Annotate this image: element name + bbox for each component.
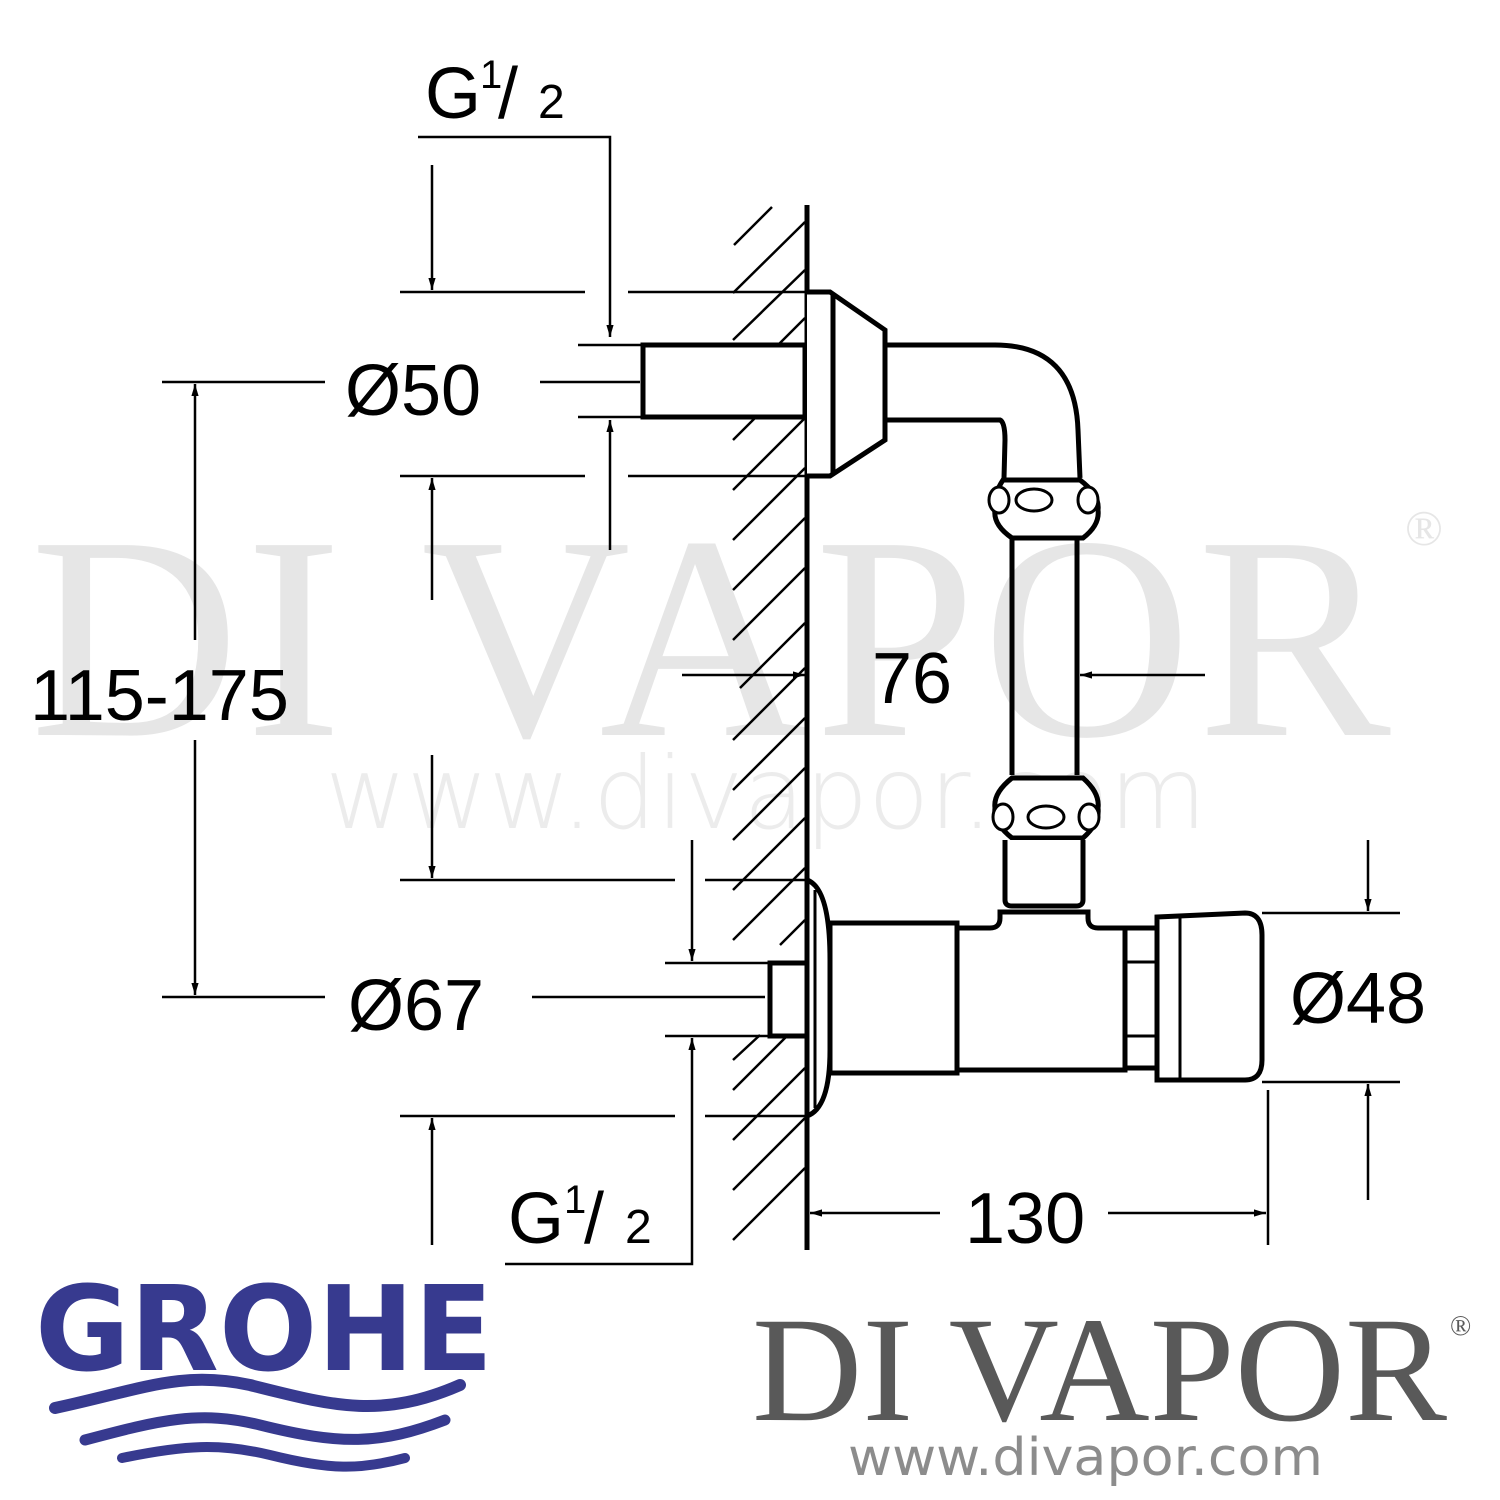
divapor-logo: DI VAPOR ® www.divapor.com — [752, 1287, 1471, 1488]
bottom-thread-label: G 1 / 2 — [508, 1178, 652, 1259]
top-flange-diameter-label: Ø50 — [345, 351, 481, 431]
bottom-flange — [805, 877, 833, 1119]
valve-body — [767, 877, 1265, 1119]
svg-text:/: / — [498, 54, 518, 134]
outlet-cap — [1154, 910, 1265, 1083]
divapor-wordmark: DI VAPOR — [752, 1287, 1447, 1453]
divapor-url: www.divapor.com — [848, 1428, 1323, 1488]
top-pipe-stub — [640, 342, 808, 420]
watermark-registered-icon: ® — [1405, 500, 1443, 556]
grohe-logo: GROHE — [35, 1260, 493, 1472]
bottom-pipe-stub — [767, 960, 810, 1039]
grohe-wordmark: GROHE — [35, 1260, 493, 1398]
wall-offset-label: 76 — [872, 639, 952, 719]
elbow-inner — [885, 417, 1008, 479]
svg-text:1: 1 — [480, 53, 502, 97]
svg-text:2: 2 — [625, 1201, 652, 1254]
outlet-diameter-label: Ø48 — [1290, 959, 1426, 1039]
top-thread-label: G 1 / 2 — [425, 53, 565, 134]
height-range-label: 115-175 — [30, 656, 289, 736]
compression-sleeve — [1002, 840, 1086, 909]
elbow-outer — [885, 342, 1083, 479]
bottom-flange-diameter-label: Ø67 — [348, 966, 484, 1046]
valve-collar — [827, 920, 960, 1076]
registered-icon: ® — [1450, 1311, 1471, 1342]
svg-text:2: 2 — [538, 76, 565, 129]
dimension-labels: G 1 / 2 Ø50 115-175 76 Ø67 G 1 / 2 130 Ø… — [30, 53, 1426, 1259]
svg-text:1: 1 — [564, 1178, 586, 1222]
projection-length-label: 130 — [965, 1179, 1085, 1259]
waves-icon — [49, 1373, 466, 1472]
svg-text:/: / — [584, 1179, 604, 1259]
dimension-lines — [162, 135, 1400, 1266]
top-flange — [807, 289, 888, 479]
svg-text:G: G — [425, 54, 481, 134]
top-connector — [640, 289, 1101, 909]
watermark-brand: DI VAPOR — [30, 477, 1397, 798]
valve-tee — [954, 909, 1128, 1073]
svg-text:G: G — [508, 1179, 564, 1259]
